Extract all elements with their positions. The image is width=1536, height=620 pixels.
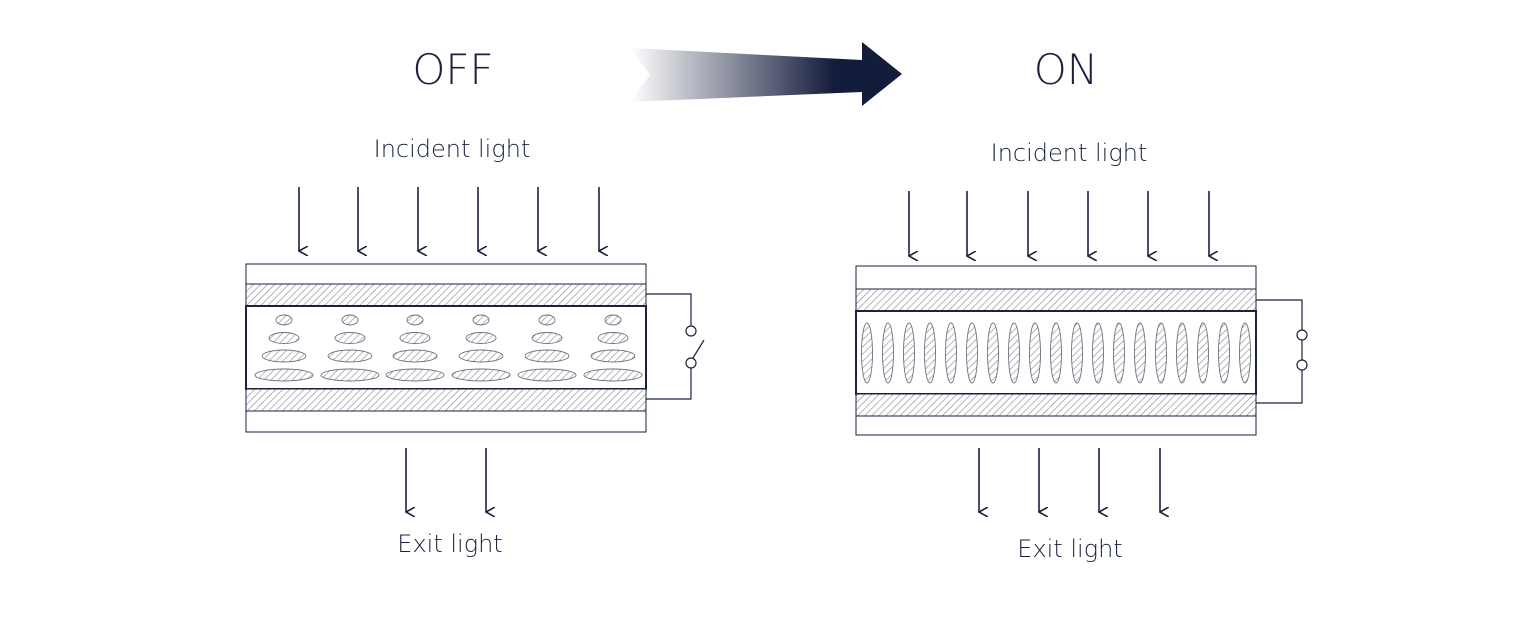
lc-molecule (1239, 322, 1251, 384)
lc-molecule (275, 314, 293, 326)
off-circuit (646, 293, 705, 400)
lc-molecule (597, 332, 629, 344)
lc-molecule (385, 368, 445, 382)
lc-molecule (392, 349, 438, 363)
off-exit-arrows (406, 448, 486, 512)
off-switch-lever (692, 339, 705, 359)
on-title: ON (1034, 45, 1098, 94)
off-switch-contact-bottom (685, 357, 697, 369)
lc-molecule (320, 368, 380, 382)
off-incident-light-label: Incident light (374, 135, 531, 163)
on-incident-arrows (909, 191, 1209, 256)
lc-molecule (261, 349, 307, 363)
lc-molecule (517, 368, 577, 382)
lc-molecule (472, 314, 490, 326)
lc-molecule (604, 314, 622, 326)
off-top-glass (245, 263, 647, 285)
lc-molecule (458, 349, 504, 363)
on-incident-light-label: Incident light (991, 139, 1148, 167)
lc-molecule (406, 314, 424, 326)
on-exit-arrows (979, 448, 1160, 512)
lc-molecule (334, 332, 366, 344)
off-exit-light-label: Exit light (397, 530, 502, 558)
lc-molecule (1008, 322, 1020, 384)
on-top-electrode (855, 288, 1257, 312)
on-bottom-glass (855, 415, 1257, 436)
transition-arrow (630, 42, 902, 106)
on-panel: ON Incident light Exit light (855, 45, 1308, 563)
lc-molecule (966, 322, 978, 384)
off-top-electrode (245, 283, 647, 307)
on-exit-light-label: Exit light (1017, 535, 1122, 563)
off-lc-molecules (254, 314, 643, 382)
on-circuit (1256, 299, 1308, 404)
lc-molecule (882, 322, 894, 384)
lc-molecule (861, 322, 873, 384)
lc-molecule (524, 349, 570, 363)
lc-molecule (254, 368, 314, 382)
lc-molecule (1071, 322, 1083, 384)
lc-molecule (1113, 322, 1125, 384)
on-top-glass (855, 265, 1257, 290)
lc-molecule (924, 322, 936, 384)
on-switch-contact-bottom (1296, 359, 1308, 371)
off-bottom-glass (245, 410, 647, 433)
lc-molecule (1176, 322, 1188, 384)
off-title: OFF (412, 45, 493, 94)
off-bottom-electrode (245, 388, 647, 412)
lc-molecule (1029, 322, 1041, 384)
on-switch-contact-top (1296, 329, 1308, 341)
lc-molecule (1092, 322, 1104, 384)
lc-molecule (1218, 322, 1230, 384)
lc-molecule (341, 314, 359, 326)
lc-molecule (590, 349, 636, 363)
lc-molecule (1050, 322, 1062, 384)
lc-molecule (987, 322, 999, 384)
lc-molecule (903, 322, 915, 384)
lc-molecule (1197, 322, 1209, 384)
lc-molecule (1134, 322, 1146, 384)
lc-molecule (583, 368, 643, 382)
lc-molecule (538, 314, 556, 326)
lc-molecule (451, 368, 511, 382)
lc-molecule (327, 349, 373, 363)
lc-molecule (945, 322, 957, 384)
lc-molecule (399, 332, 431, 344)
on-lc-molecules (861, 322, 1251, 384)
off-incident-arrows (299, 187, 599, 251)
off-panel: OFF Incident light Exit light (245, 45, 705, 558)
lc-molecule (531, 332, 563, 344)
off-switch-contact-top (685, 325, 697, 337)
lc-molecule (268, 332, 300, 344)
lc-molecule (1155, 322, 1167, 384)
lc-molecule (465, 332, 497, 344)
on-bottom-electrode (855, 393, 1257, 417)
